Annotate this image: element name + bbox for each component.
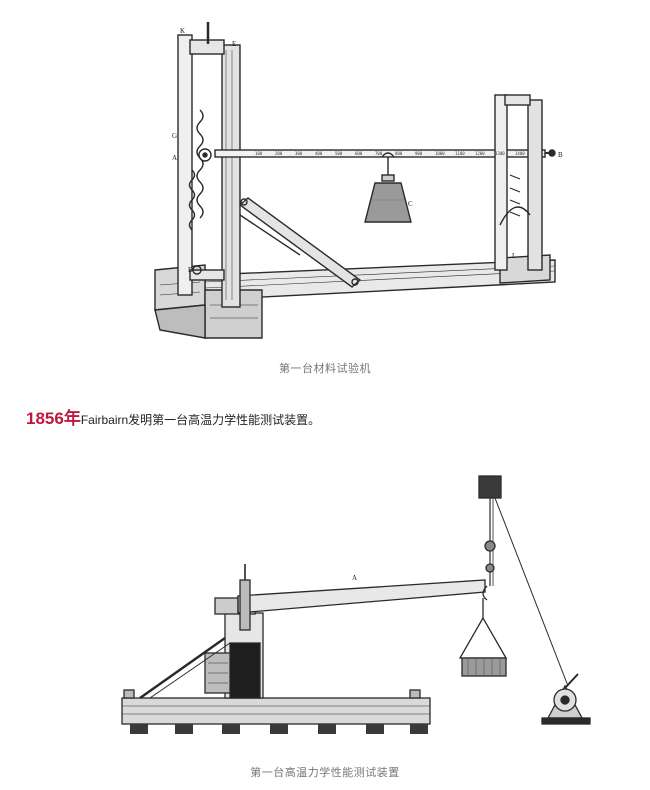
history-paragraph: 1856年Fairbairn发明第一台高温力学性能测试装置。 [26,404,320,429]
figure1-caption: 第一台材料试验机 [279,363,371,375]
label-e: E [232,40,236,48]
scale-mark: 1400 [515,151,525,156]
figure2-caption: 第一台高温力学性能测试装置 [250,767,400,779]
scale-mark: 200 [275,151,283,156]
label-a: A [172,154,177,162]
scale-mark: 600 [355,151,363,156]
label-d: D [188,266,193,274]
scale-mark: 300 [295,151,303,156]
label-g: G [172,132,177,140]
scale-mark: 400 [315,151,323,156]
paragraph-text: Fairbairn发明第一台高温力学性能测试装置。 [80,413,321,427]
scale-mark: 500 [335,151,343,156]
label-b: B [558,151,563,159]
scale-mark: 1000 [435,151,445,156]
scale-mark: 1300 [495,151,505,156]
lever-scale-marks: 100 200 300 400 500 600 700 800 900 1000 1100 1200 1… [255,151,525,156]
label-k: K [180,27,185,35]
label-c: C [408,200,413,208]
label-a: A [352,574,357,582]
year-highlight: 1856年 [26,409,81,428]
scale-mark: 800 [395,151,403,156]
figure-testing-machine: 100 200 300 400 500 600 700 800 900 1000 1100 1200 1… [0,0,650,345]
scale-mark: 1100 [455,151,465,156]
scale-mark: 1200 [475,151,485,156]
scale-mark: 900 [415,151,423,156]
scale-mark: 100 [255,151,263,156]
high-temp-device-illustration: A [121,475,591,734]
scale-mark: 700 [375,151,383,156]
figure-high-temp-device: A [0,468,650,758]
testing-machine-illustration: 100 200 300 400 500 600 700 800 900 1000 1100 1200 1… [154,22,563,339]
label-l: L [512,252,516,260]
